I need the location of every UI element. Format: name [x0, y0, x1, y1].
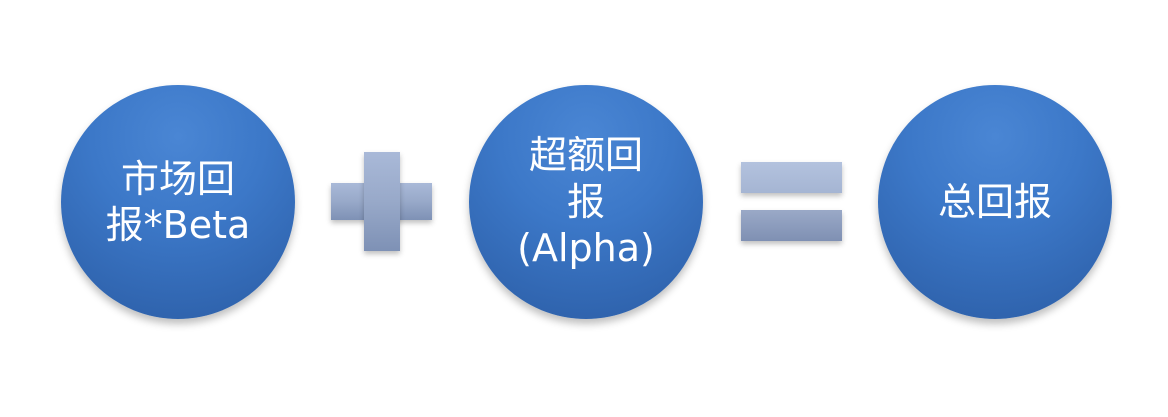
excess-return-circle: 超额回 报 (Alpha) [469, 85, 703, 319]
equals-top-bar [741, 162, 842, 193]
market-return-label: 市场回 报*Beta [105, 156, 251, 247]
excess-return-label: 超额回 报 (Alpha) [517, 133, 655, 271]
total-return-circle: 总回报 [878, 85, 1112, 319]
plus-vertical-bar [364, 152, 400, 251]
market-return-circle: 市场回 报*Beta [61, 85, 295, 319]
equals-bottom-bar [741, 210, 842, 241]
total-return-label: 总回报 [937, 179, 1052, 224]
